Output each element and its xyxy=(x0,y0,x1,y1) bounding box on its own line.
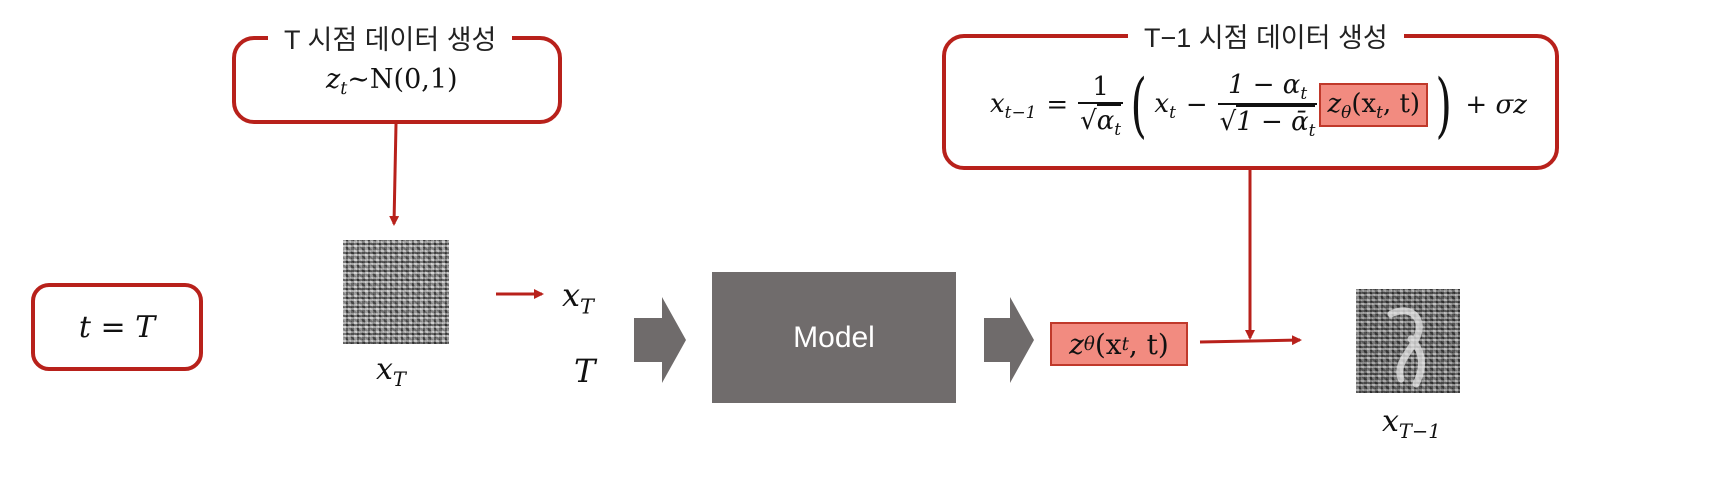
block-arrow-from-model xyxy=(984,297,1034,383)
t-minus-1-generation-title: T−1 시점 데이터 생성 xyxy=(1128,16,1404,55)
t-minus-1-formula: xt−1 = 1 √αt ( xt − 1 − αt √1 − ᾱt zθ(xt… xyxy=(990,64,1527,146)
arrow-down-to-noise xyxy=(389,123,400,226)
noise-image xyxy=(343,240,449,344)
input-timestep: T xyxy=(574,352,596,390)
formula-fraction-1: 1 √αt xyxy=(1078,71,1124,139)
block-arrow-to-model xyxy=(634,297,686,383)
input-xt: xT xyxy=(562,276,594,319)
denoised-image xyxy=(1356,289,1460,393)
t-step-formula: zt∼N(0,1) xyxy=(326,64,458,100)
formula-fraction-2: 1 − αt √1 − ᾱt xyxy=(1217,70,1318,140)
t-minus-1-generation-box xyxy=(942,34,1559,170)
formula-lhs: xt−1 xyxy=(990,88,1037,122)
noise-caption: xT xyxy=(376,352,406,391)
timestep-box: t = T xyxy=(31,283,203,371)
model-label: Model xyxy=(793,320,875,354)
t-step-generation-title: T 시점 데이터 생성 xyxy=(268,18,513,57)
result-caption: xT−1 xyxy=(1382,404,1441,443)
model-block: Model xyxy=(712,272,956,403)
arrow-output-to-result xyxy=(1199,335,1302,346)
formula-epsilon-highlight: zθ(xt, t) xyxy=(1319,82,1429,128)
